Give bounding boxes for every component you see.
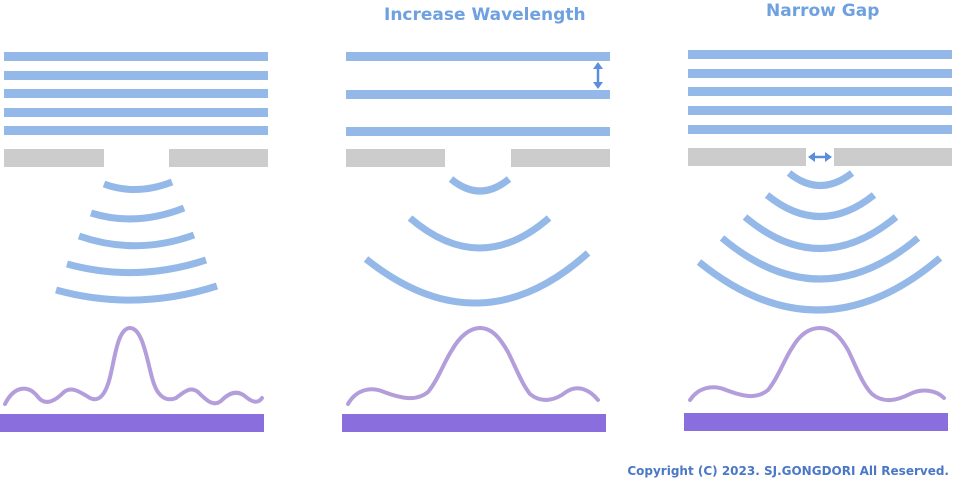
diffracted-arc [55, 282, 219, 304]
wavefront-line [4, 71, 268, 80]
copyright-notice: Copyright (C) 2023. SJ.GONGDORI All Rese… [627, 464, 949, 478]
wavefront-line [346, 127, 610, 136]
intensity-curve [688, 325, 946, 402]
barrier-right [169, 149, 268, 167]
wavefront-line [4, 89, 268, 98]
barrier-right [834, 148, 952, 166]
diffracted-arc [786, 170, 855, 189]
barrier-left [688, 148, 806, 166]
diffracted-wavefronts [696, 170, 943, 314]
intensity-curve [346, 325, 600, 406]
diffracted-arc [363, 250, 591, 307]
wavefront-line [688, 125, 952, 134]
wavefront-line [688, 69, 952, 78]
diffracted-wavefronts [55, 178, 219, 304]
wavelength-arrow [593, 62, 603, 89]
screen [342, 414, 606, 432]
wavefront-line [688, 50, 952, 59]
wavefront-line [4, 108, 268, 117]
wavefront-line [4, 126, 268, 135]
panel-increase-wavelength [342, 52, 610, 432]
panel-reference [0, 52, 268, 432]
barrier [346, 149, 610, 167]
diffracted-arc [102, 178, 174, 194]
incoming-wavefronts [4, 52, 268, 135]
diffracted-arc [696, 255, 943, 314]
panel-title-increase-wavelength: Increase Wavelength [384, 5, 586, 25]
diffracted-wavefronts [363, 176, 591, 307]
intensity-curve [3, 325, 264, 406]
panel-title-narrow-gap: Narrow Gap [766, 1, 880, 21]
incoming-wavefronts [688, 50, 952, 134]
barrier-right [511, 149, 610, 167]
gap-arrow [808, 152, 832, 162]
screen [0, 414, 264, 432]
wavefront-line [346, 52, 610, 61]
screen [684, 413, 948, 431]
gap-arrow-head-right [825, 152, 832, 162]
wavelength-arrow-head-up [593, 62, 603, 69]
diffracted-arc [742, 214, 899, 252]
barrier-left [4, 149, 104, 167]
wavefront-line [688, 87, 952, 96]
diffracted-arc [719, 235, 921, 283]
diffracted-arc [407, 215, 552, 252]
panel-narrow-gap [684, 50, 952, 431]
wavefront-line [346, 90, 610, 99]
incoming-wavefronts [346, 52, 610, 136]
wavelength-arrow-head-down [593, 82, 603, 89]
diffracted-arc [448, 176, 512, 195]
diffracted-arc [764, 192, 877, 220]
wavefront-line [688, 106, 952, 115]
wavefront-line [4, 52, 268, 61]
diffracted-arc [77, 231, 196, 250]
gap-arrow-head-left [808, 152, 815, 162]
barrier [688, 148, 952, 166]
barrier-left [346, 149, 445, 167]
barrier [4, 149, 268, 167]
diffracted-arc [66, 256, 208, 277]
diffracted-arc [89, 204, 186, 223]
